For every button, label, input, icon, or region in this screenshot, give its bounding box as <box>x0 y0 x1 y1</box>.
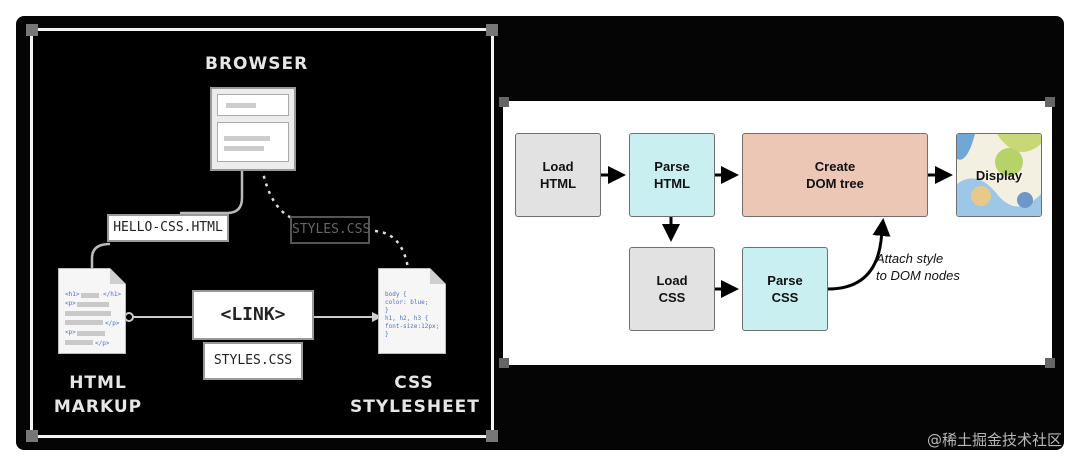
corner-handle <box>486 430 498 442</box>
corner-handle <box>499 358 509 368</box>
attach-style-annotation: Attach style to DOM nodes <box>876 251 960 283</box>
html-markup-title: HTML MARKUP <box>53 373 143 417</box>
corner-handle <box>26 430 38 442</box>
watermark-text: @稀土掘金技术社区 <box>926 431 1062 449</box>
corner-handle <box>26 24 38 36</box>
left-connectors <box>90 167 410 322</box>
css-file-label: STYLES.CSS <box>290 216 370 244</box>
css-stylesheet-title: CSS STYLESHEET <box>350 373 480 417</box>
browser-window-icon <box>210 87 296 171</box>
display-thumbnail-image <box>957 134 1041 216</box>
corner-handle <box>1045 97 1055 107</box>
css-file-icon: body { color: blue; } h1, h2, h3 { font-… <box>378 268 446 354</box>
node-display: Display <box>956 133 1042 217</box>
html-file-label: HELLO-CSS.HTML <box>107 214 229 242</box>
corner-handle <box>499 97 509 107</box>
flow-arrows <box>601 166 953 298</box>
browser-title: BROWSER <box>205 54 309 74</box>
html-file-icon: <h1> </h1> <p> </p> <p> </p> <box>58 268 126 354</box>
link-href-box: STYLES.CSS <box>203 342 303 380</box>
corner-handle <box>486 24 498 36</box>
link-tag-box: <LINK> <box>192 290 314 340</box>
corner-handle <box>1045 358 1055 368</box>
